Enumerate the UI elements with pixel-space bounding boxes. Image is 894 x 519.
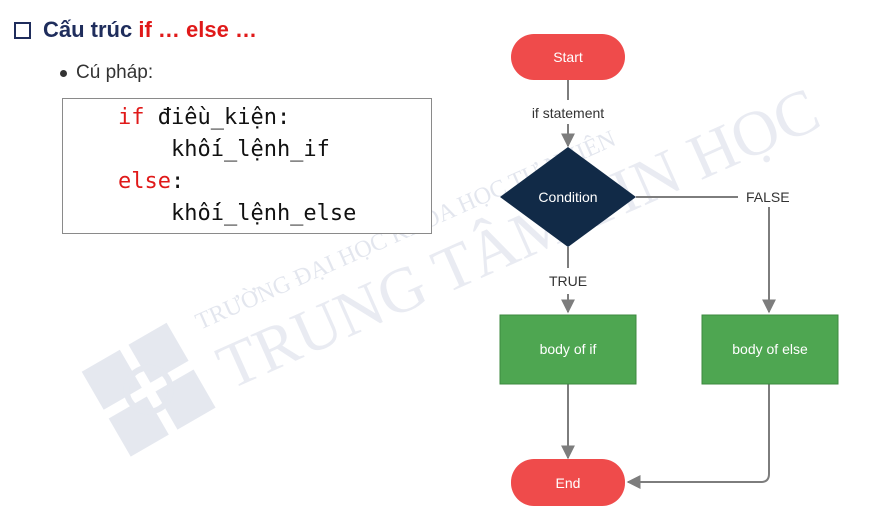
code-keyword-else: else: [118, 169, 171, 194]
title-prefix: Cấu trúc: [43, 17, 139, 42]
body-else-label: body of else: [732, 341, 808, 357]
false-label: FALSE: [746, 189, 790, 205]
body-if-process: [499, 314, 637, 385]
true-label: TRUE: [549, 273, 587, 289]
code-colon: :: [170, 169, 185, 194]
code-block: if điều_kiện: khối_lệnh_if else: khối_lệ…: [62, 98, 432, 234]
end-label: End: [556, 475, 581, 491]
code-line-4: khối_lệnh_else: [118, 201, 357, 226]
body-if-label: body of if: [540, 341, 597, 357]
checkbox-bullet-icon: [14, 21, 31, 39]
body-else-process: [701, 314, 839, 385]
start-label: Start: [553, 49, 583, 65]
code-line-1: if điều_kiện:: [118, 105, 290, 130]
condition-decision: [500, 147, 636, 247]
connectors: [561, 80, 776, 489]
end-terminal: [511, 459, 625, 506]
slide-title: Cấu trúc if … else …: [14, 14, 257, 46]
watermark-logo: [81, 322, 216, 457]
syntax-label: Cú pháp:: [76, 62, 154, 83]
start-terminal: [511, 34, 625, 80]
if-statement-label: if statement: [532, 105, 604, 121]
code-line-3: else:: [118, 169, 184, 194]
code-condition: điều_kiện:: [144, 105, 291, 130]
connector-else-end: [626, 384, 770, 489]
title-keyword: if … else …: [138, 17, 257, 42]
condition-label: Condition: [538, 189, 597, 205]
code-line-2: khối_lệnh_if: [118, 137, 330, 162]
bullet-dot-icon: [60, 69, 67, 77]
syntax-bullet: Cú pháp:: [60, 62, 153, 84]
code-keyword-if: if: [118, 105, 145, 130]
